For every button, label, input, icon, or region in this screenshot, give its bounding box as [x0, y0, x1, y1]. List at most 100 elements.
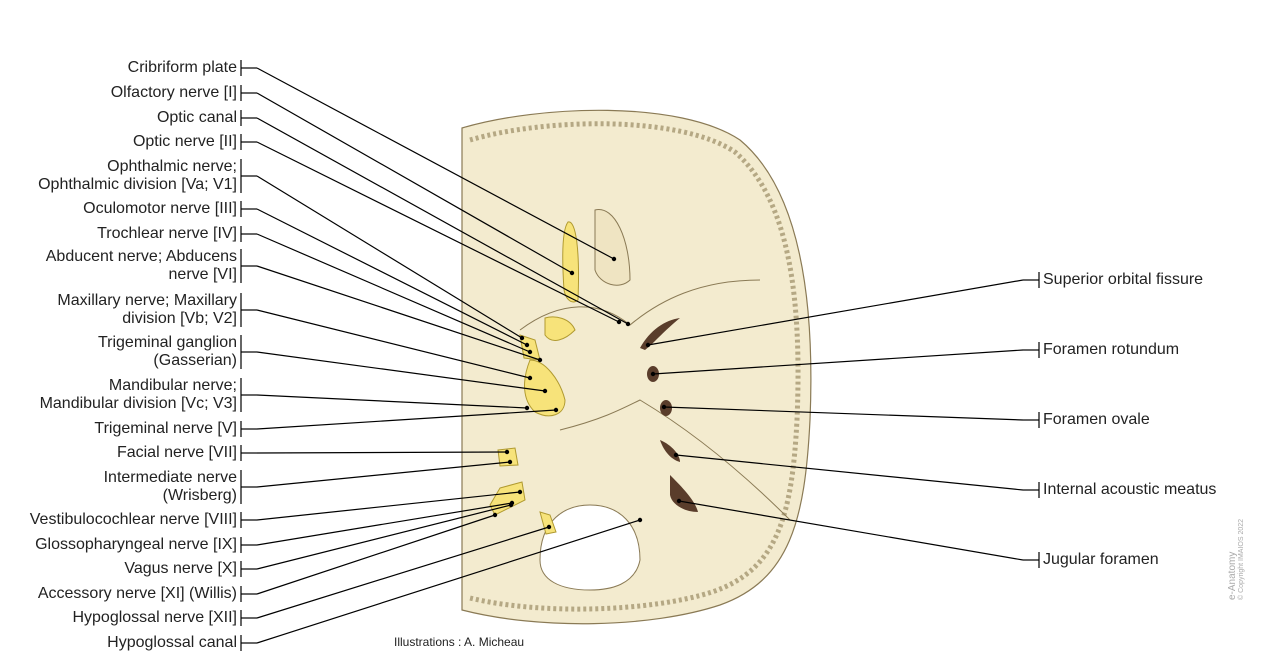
left-label: Hypoglossal nerve [XII]: [72, 609, 237, 627]
left-label: Optic canal: [157, 109, 237, 127]
leader-endpoint: [508, 502, 514, 508]
leader-endpoint: [517, 489, 523, 495]
anterior-fossa-ridge: [519, 279, 761, 331]
label-line: Trigeminal ganglion: [97, 334, 237, 351]
leader-line: [256, 141, 620, 323]
right-label: Internal acoustic meatus: [1043, 481, 1216, 499]
label-line: Abducent nerve; Abducens: [45, 248, 237, 265]
left-label: Facial nerve [VII]: [117, 444, 237, 462]
illustration-credit: Illustrations : A. Micheau: [394, 635, 525, 649]
leader-endpoint: [519, 335, 525, 341]
cribriform-plate: [594, 209, 631, 286]
leader-line: [256, 409, 557, 430]
leader-endpoint: [527, 375, 533, 381]
right-label: Jugular foramen: [1043, 551, 1159, 569]
leader-endpoint: [661, 404, 667, 410]
skull-diploe: [469, 121, 801, 612]
left-label: Glossopharyngeal nerve [IX]: [35, 536, 237, 554]
label-line: Trochlear nerve [IV]: [97, 225, 237, 242]
left-label: Oculomotor nerve [III]: [83, 200, 237, 218]
optic-nerve-stump: [544, 316, 576, 341]
hypoglossal-nerve-stump: [539, 511, 557, 535]
leader-endpoint: [492, 512, 498, 518]
leader-endpoint: [676, 498, 682, 504]
leader-line: [675, 454, 1024, 491]
left-label: Trigeminal nerve [V]: [94, 420, 237, 438]
watermark-brand: e-Anatomy: [1227, 551, 1238, 600]
leader-endpoint: [553, 407, 559, 413]
left-label: Accessory nerve [XI] (Willis): [38, 585, 237, 603]
label-line: Foramen ovale: [1043, 411, 1150, 428]
trigeminal-ganglion: [524, 359, 566, 417]
label-line: Oculomotor nerve [III]: [83, 200, 237, 217]
label-line: Mandibular nerve;: [108, 377, 237, 394]
label-line: Cribriform plate: [127, 59, 237, 76]
watermark: e-Anatomy © Copyright IMAIOS 2022: [1227, 510, 1246, 600]
leader-endpoint: [507, 459, 513, 465]
left-label: Mandibular nerve;Mandibular division [Vc…: [40, 377, 237, 413]
label-line: Ophthalmic nerve;: [107, 158, 237, 175]
leader-endpoint: [650, 371, 656, 377]
leader-line: [256, 265, 541, 361]
leader-endpoint: [527, 349, 533, 355]
left-label: Optic nerve [II]: [133, 133, 237, 151]
label-line: nerve [VI]: [168, 266, 237, 283]
label-line: Hypoglossal canal: [107, 634, 237, 651]
left-label: Vagus nerve [X]: [124, 560, 237, 578]
leader-line: [256, 461, 511, 488]
leader-endpoint: [537, 357, 543, 363]
leader-endpoint: [569, 270, 575, 276]
foramen-ovale: [660, 400, 672, 416]
leader-line: [256, 394, 528, 409]
leader-line: [256, 208, 528, 346]
label-line: Vestibulocochlear nerve [VIII]: [29, 511, 237, 528]
left-label: Ophthalmic nerve;Ophthalmic division [Va…: [38, 158, 237, 194]
skull-base-drawing: [461, 109, 812, 625]
leader-endpoint: [546, 524, 552, 530]
leader-line: [256, 451, 508, 454]
leader-line: [256, 502, 513, 546]
label-line: Foramen rotundum: [1043, 341, 1180, 358]
leader-line: [647, 279, 1024, 346]
leader-endpoint: [524, 342, 530, 348]
left-label: Intermediate nerve(Wrisberg): [104, 469, 237, 505]
leader-line: [256, 175, 523, 339]
label-line: Glossopharyngeal nerve [IX]: [35, 536, 237, 553]
label-line: division [Vb; V2]: [122, 310, 237, 327]
label-line: Hypoglossal nerve [XII]: [72, 609, 237, 626]
left-label: Trochlear nerve [IV]: [97, 225, 237, 243]
leader-lines: [240, 60, 1040, 651]
leader-endpoint: [611, 256, 617, 262]
label-line: Optic canal: [156, 109, 237, 126]
leader-endpoint: [673, 452, 679, 458]
label-line: Intermediate nerve: [103, 469, 237, 486]
skull-outer-contour: [461, 109, 812, 625]
label-line: Optic nerve [II]: [132, 133, 237, 150]
leader-line: [256, 519, 641, 644]
leader-line: [256, 67, 615, 260]
foramen-magnum: [539, 504, 641, 591]
label-line: Accessory nerve [XI] (Willis): [37, 585, 237, 602]
leader-line: [256, 233, 531, 353]
label-line: (Gasserian): [153, 352, 237, 369]
middle-fossa-ridge: [559, 399, 791, 521]
cn-ix-xi-stumps: [489, 481, 526, 516]
leader-line: [256, 92, 573, 274]
right-label: Foramen rotundum: [1043, 341, 1179, 359]
leader-line: [256, 526, 550, 619]
leader-line: [256, 504, 512, 570]
right-label: Foramen ovale: [1043, 411, 1150, 429]
left-label: Olfactory nerve [I]: [111, 84, 237, 102]
label-line: Facial nerve [VII]: [116, 444, 237, 461]
label-line: Superior orbital fissure: [1043, 271, 1204, 288]
leader-line: [256, 309, 531, 379]
left-label: Hypoglossal canal: [107, 634, 237, 652]
leader-endpoint: [542, 388, 548, 394]
leader-endpoint: [625, 321, 631, 327]
leader-line: [256, 117, 629, 325]
leader-endpoint: [616, 319, 622, 325]
label-line: Trigeminal nerve [V]: [94, 420, 237, 437]
left-label: Trigeminal ganglion(Gasserian): [98, 334, 237, 370]
